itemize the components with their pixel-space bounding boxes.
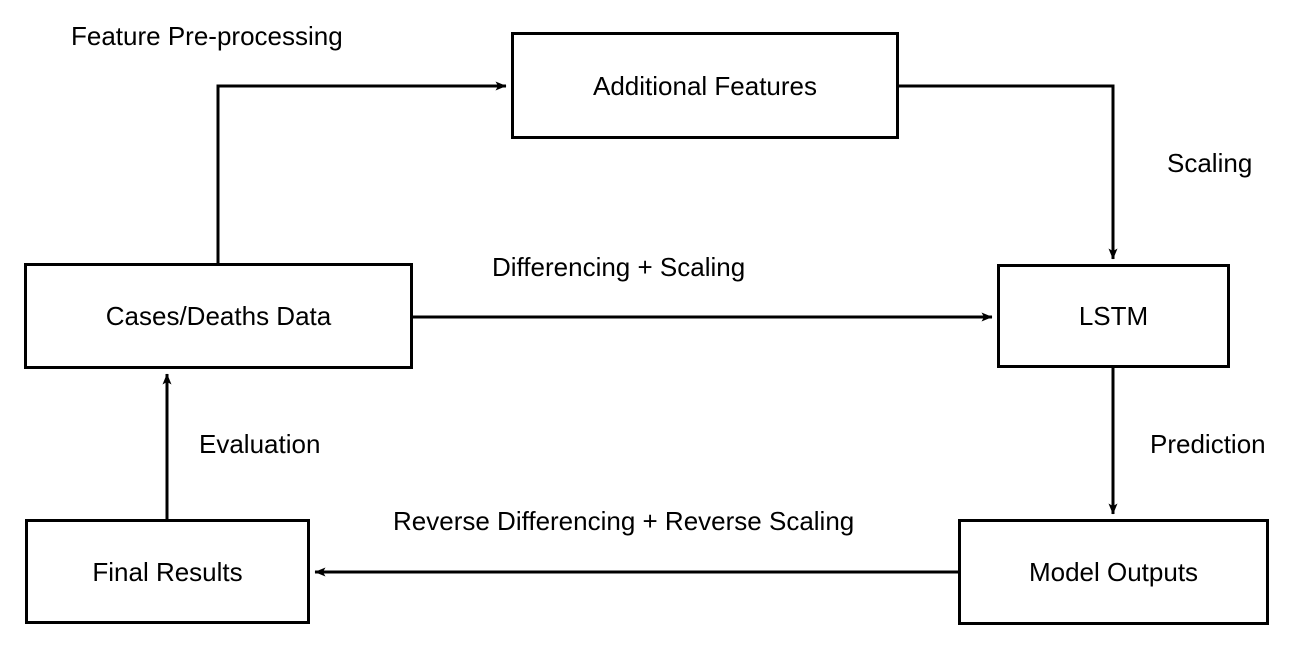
edge-label-reverse-differencing-scaling: Reverse Differencing + Reverse Scaling — [393, 506, 855, 536]
edge-label-scaling: Scaling — [1167, 148, 1253, 178]
node-model-outputs[interactable]: Model Outputs — [958, 519, 1269, 625]
node-additional-features[interactable]: Additional Features — [511, 32, 899, 139]
edge-scaling — [897, 84, 1118, 260]
node-label: LSTM — [1078, 301, 1149, 331]
node-final-results[interactable]: Final Results — [25, 519, 310, 624]
edge-label-evaluation: Evaluation — [199, 429, 321, 459]
edge-label-prediction: Prediction — [1150, 429, 1266, 459]
edge-label-differencing-scaling: Differencing + Scaling — [492, 252, 746, 282]
node-lstm[interactable]: LSTM — [997, 264, 1230, 368]
node-label: Final Results — [92, 556, 243, 587]
node-label: Model Outputs — [1028, 557, 1199, 587]
node-cases-deaths-data[interactable]: Cases/Deaths Data — [24, 263, 413, 369]
edge-feature-preprocessing — [216, 81, 507, 264]
node-label: Cases/Deaths Data — [105, 301, 332, 331]
node-label: Additional Features — [592, 70, 818, 101]
edge-label-feature-preprocessing: Feature Pre-processing — [71, 21, 343, 51]
